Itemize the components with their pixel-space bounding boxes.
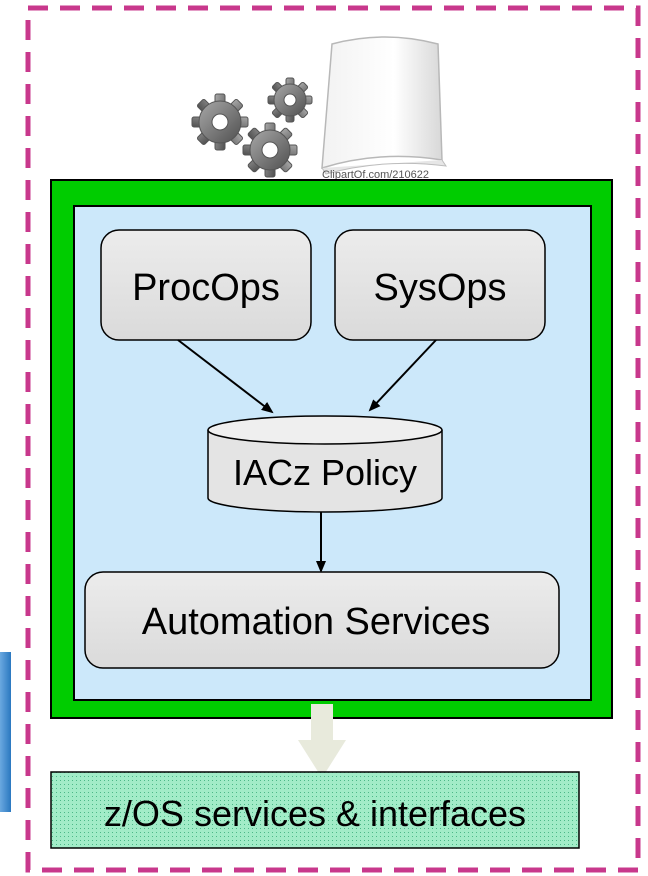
- sysops-label: SysOps: [373, 267, 506, 309]
- dashed-boundary: [25, 5, 641, 873]
- clipart-credit: ClipartOf.com/210622: [322, 169, 429, 181]
- automation-services-label: Automation Services: [142, 601, 491, 643]
- procops-node: [100, 229, 312, 341]
- zos-services-label: z/OS services & interfaces: [104, 793, 526, 834]
- sysops-to-policy-arrow: [368, 339, 437, 412]
- book-icon: [321, 36, 448, 175]
- side-bar: [0, 652, 11, 812]
- gears-icon: [191, 77, 313, 178]
- automation-services-node: [84, 571, 560, 669]
- policy-cylinder: [207, 415, 443, 513]
- zos-services-box: [50, 771, 580, 849]
- down-block-arrow: [298, 704, 346, 778]
- policy-label: IACz Policy: [233, 452, 417, 493]
- sysops-node: [334, 229, 546, 341]
- procops-to-policy-arrow: [177, 339, 274, 414]
- procops-label: ProcOps: [132, 267, 280, 309]
